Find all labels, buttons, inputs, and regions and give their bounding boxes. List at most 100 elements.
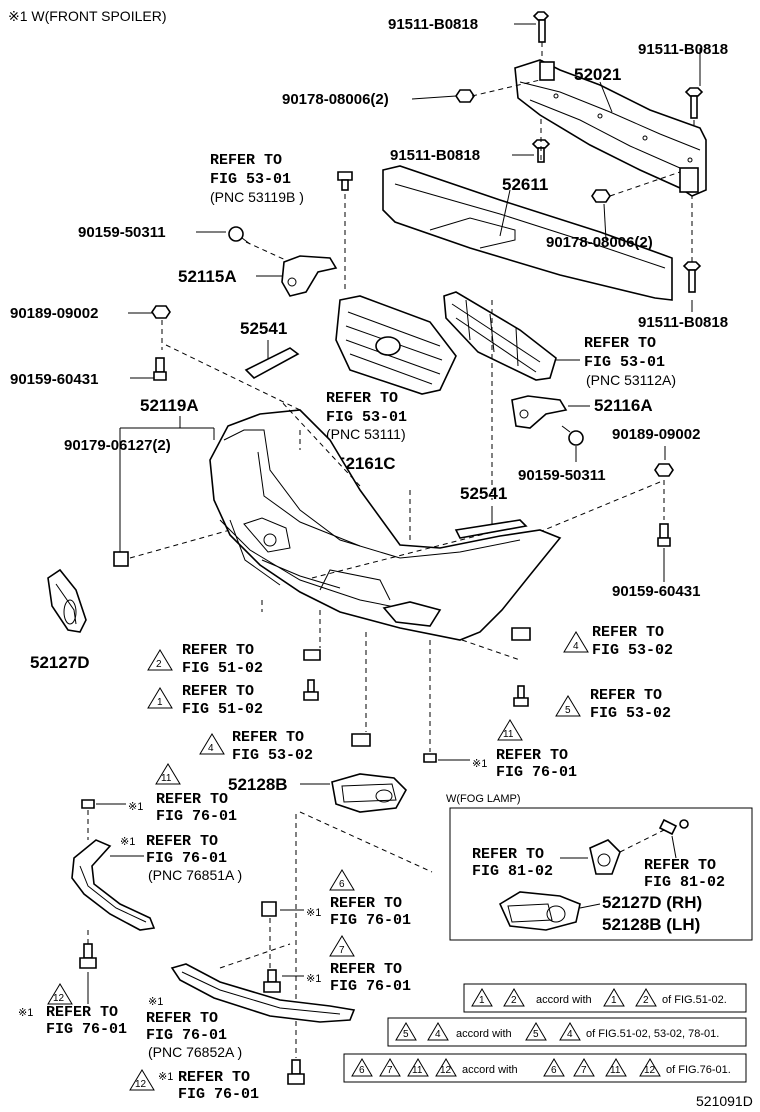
svg-text:2: 2 [156,659,162,670]
part-label-91511-b0818: 91511-B0818 [390,147,480,164]
clip-icon [351,733,371,747]
triangle-4-icon: 4 [563,631,589,653]
clip-icon [654,463,674,477]
figure-reference: FIG 53-01 [326,409,407,426]
svg-text:6: 6 [359,1065,365,1076]
svg-text:of FIG.51-02.: of FIG.51-02. [662,994,727,1006]
pnc-reference: (PNC 76851A ) [148,867,242,883]
svg-text:12: 12 [440,1065,452,1076]
triangle-1-icon: 1 [147,687,173,709]
svg-text:accord with: accord with [536,994,592,1006]
svg-text:6: 6 [339,879,345,890]
figure-reference: FIG 76-01 [496,764,577,781]
svg-text:accord with: accord with [456,1028,512,1040]
screw-icon [263,969,281,993]
star-mark: ※1 [148,996,163,1008]
triangle-12-icon: 12 [129,1069,155,1091]
nut-icon [591,189,611,203]
refer-to-label: REFER TO [146,833,218,850]
svg-text:accord with: accord with [462,1064,518,1076]
note-box-1: 1 2 accord with 1 2 of FIG.51-02. [463,983,747,1013]
figure-reference: FIG 51-02 [182,660,263,677]
refer-to-label: REFER TO [232,729,304,746]
refer-to-label: REFER TO [472,846,544,863]
refer-to-label: REFER TO [182,683,254,700]
pnc-reference: (PNC 76852A ) [148,1044,242,1060]
star-mark: ※1 [18,1007,33,1019]
figure-code: 521091D [696,1093,753,1109]
svg-text:12: 12 [135,1079,147,1090]
front-bumper-reinforcement [514,59,707,197]
refer-to-label: REFER TO [326,390,398,407]
front-spoiler-center [170,963,356,1023]
refer-to-label: REFER TO [46,1004,118,1021]
svg-text:of FIG.76-01.: of FIG.76-01. [666,1064,731,1076]
fog-lamp-cover [498,891,581,931]
svg-text:7: 7 [581,1065,587,1076]
figure-reference: FIG 76-01 [330,978,411,995]
part-label-90178-08006: 90178-08006(2) [546,234,653,251]
figure-reference: FIG 76-01 [156,808,237,825]
front-spoiler-side [71,839,156,931]
clip-icon [261,901,277,917]
fog-lamp-title: W(FOG LAMP) [446,793,521,805]
svg-text:4: 4 [208,743,214,754]
svg-text:2: 2 [643,995,649,1006]
part-label-52128b-lh: 52128B (LH) [602,915,700,934]
star-mark: ※1 [128,801,143,813]
svg-text:11: 11 [503,729,514,740]
refer-to-label: REFER TO [644,857,716,874]
note-box-3: 6 7 11 12 accord with 6 7 11 12 of FIG.7… [343,1053,747,1083]
svg-text:5: 5 [403,1029,409,1040]
part-label-52541: 52541 [460,484,507,503]
pnc-reference: (PNC 53111) [326,426,406,442]
clip-icon [337,171,353,191]
triangle-11-icon: 11 [497,719,523,741]
radiator-grille [335,295,457,395]
fog-lamp-cover-lh [331,773,407,813]
star-mark: ※1 [472,758,487,770]
figure-reference: FIG 76-01 [330,912,411,929]
refer-to-label: REFER TO [210,152,282,169]
bolt-icon [532,11,550,43]
star-mark: ※1 [120,836,135,848]
bolt-icon [682,261,702,293]
header-note: ※1 W(FRONT SPOILER) [8,8,166,24]
screw-icon [423,753,437,763]
triangle-7-icon: 7 [329,935,355,957]
part-label-52021: 52021 [574,65,621,84]
star-mark: ※1 [306,973,321,985]
svg-text:6: 6 [551,1065,557,1076]
svg-text:7: 7 [339,945,345,956]
figure-reference: FIG 76-01 [46,1021,127,1038]
fog-lamp [589,839,621,875]
triangle-4-icon: 4 [199,733,225,755]
figure-reference: FIG 76-01 [146,1027,227,1044]
figure-reference: FIG 81-02 [472,863,553,880]
part-label-52115a: 52115A [178,267,237,286]
screw-icon [79,943,97,969]
part-label-90179-06127: 90179-06127(2) [64,437,171,454]
part-label-52119a: 52119A [140,396,199,415]
refer-to-label: REFER TO [156,791,228,808]
figure-reference: FIG 53-01 [210,171,291,188]
screw-icon [228,226,251,245]
svg-text:2: 2 [511,995,517,1006]
fog-lamp-panel: W(FOG LAMP) REFER TO FIG 81-02 REFER TO … [446,793,753,941]
figure-reference: FIG 53-02 [592,642,673,659]
fog-lamp-cover-rh [47,568,87,633]
svg-text:1: 1 [157,697,163,708]
triangle-11-icon: 11 [155,763,181,785]
bumper-bracket [511,395,568,429]
triangle-12-icon: 12 [47,983,73,1005]
clip-icon [303,649,321,661]
nut-icon [455,89,475,103]
part-label-90178-08006: 90178-08006(2) [282,91,389,108]
screw-icon [153,357,167,381]
part-label-52541: 52541 [240,319,287,338]
refer-to-label: REFER TO [146,1010,218,1027]
screw-icon [561,425,584,446]
refer-to-label: REFER TO [584,335,656,352]
part-label-90189-09002: 90189-09002 [10,305,98,322]
clip-icon [151,305,171,319]
